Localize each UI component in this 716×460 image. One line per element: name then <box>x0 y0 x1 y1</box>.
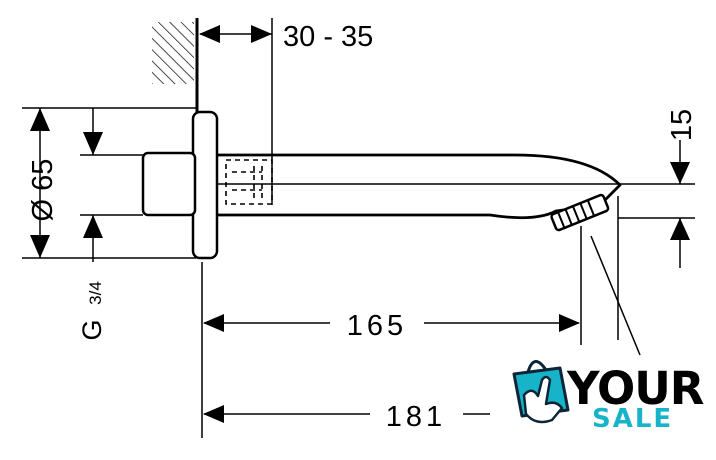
spout-body <box>217 153 622 220</box>
arrow-flange-bottom <box>30 235 50 258</box>
thread-connector <box>141 151 197 217</box>
label-wall-offset: 30 - 35 <box>283 21 373 53</box>
aerator <box>550 193 610 232</box>
arrow-wall-offset-left <box>199 25 220 43</box>
hidden-insert <box>225 159 273 205</box>
arrow-projection-top <box>670 162 690 184</box>
dimension-lengths <box>201 196 641 438</box>
label-length-to-outlet: 165 <box>347 310 407 342</box>
shopping-bag-hand-icon <box>512 360 570 424</box>
wall-flange <box>191 110 219 260</box>
arrow-thread-top <box>83 132 103 155</box>
arrow-flange-top <box>30 108 50 131</box>
dimension-spout-projection <box>618 140 695 268</box>
arrow-165-left <box>203 314 224 332</box>
watermark-word-sale: SALE <box>592 404 673 434</box>
label-thread: G <box>77 319 107 340</box>
label-thread-size: 3/4 <box>86 281 105 305</box>
wall-hatch <box>152 22 194 84</box>
arrow-wall-offset-right <box>251 25 272 43</box>
label-spout-projection: 15 <box>666 109 698 141</box>
watermark-word-your: YOUR <box>566 362 704 415</box>
arrow-181-left <box>203 405 224 423</box>
label-overall-length: 181 <box>386 401 446 433</box>
label-flange-diameter: Ø 65 <box>27 159 59 222</box>
dimension-flange-diameter <box>22 107 196 262</box>
arrow-165-right <box>559 314 580 332</box>
arrow-thread-bottom <box>83 215 103 238</box>
arrow-projection-bottom <box>670 218 690 240</box>
watermark-logo: YOUR SALE <box>512 360 705 434</box>
